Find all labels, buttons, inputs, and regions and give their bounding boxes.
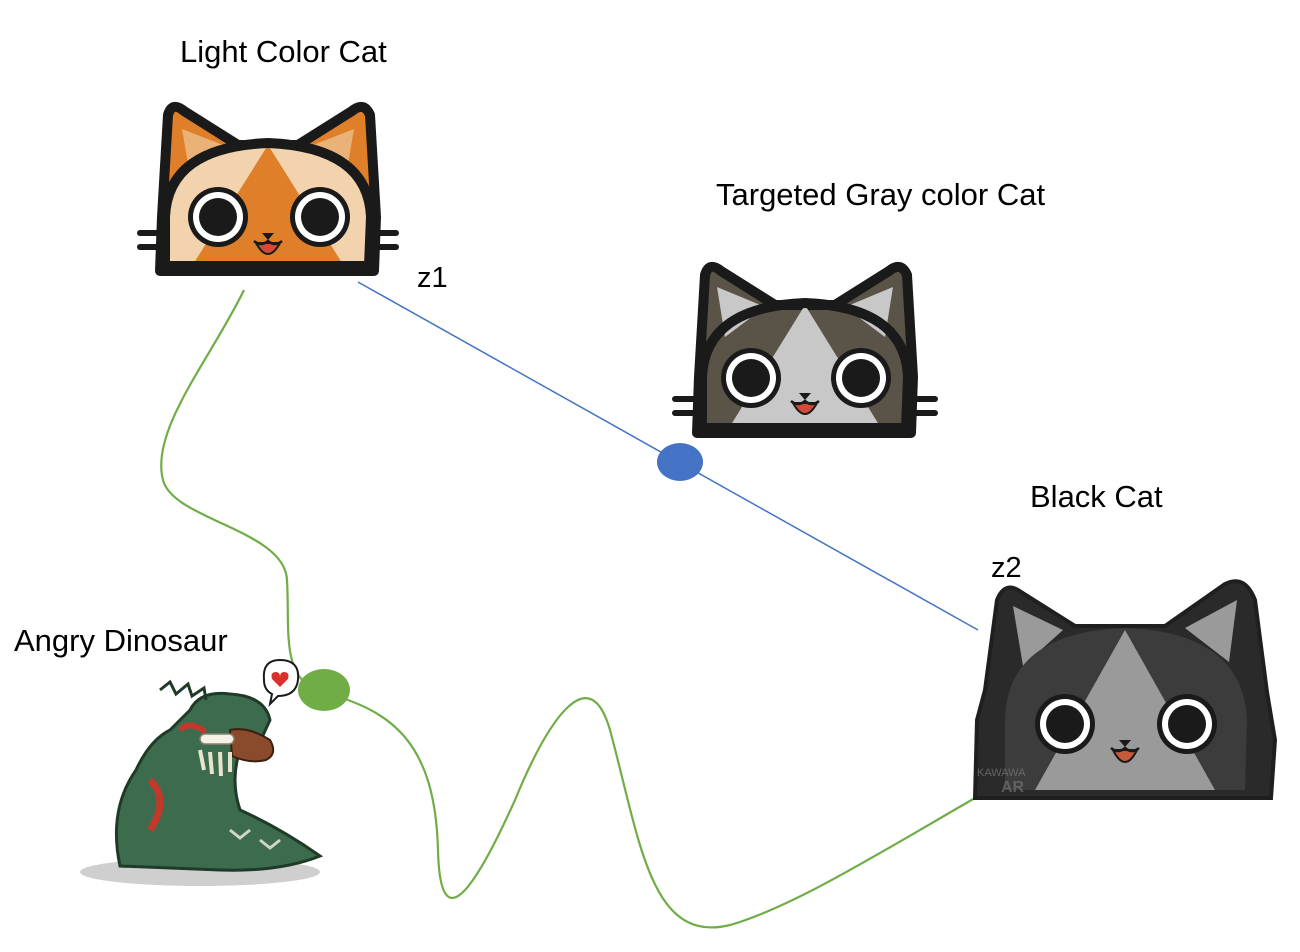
light-cat-icon bbox=[137, 101, 399, 276]
curved-path-line bbox=[160, 289, 1011, 929]
z1-label: z1 bbox=[417, 262, 448, 294]
black-cat-label: Black Cat bbox=[1030, 479, 1163, 514]
light-cat-label: Light Color Cat bbox=[180, 34, 387, 69]
interpolated-point-marker bbox=[657, 443, 703, 481]
gray-cat-label: Targeted Gray color Cat bbox=[716, 177, 1046, 212]
gray-cat-icon bbox=[672, 261, 938, 438]
black-cat-icon: KAWAWA AR bbox=[972, 579, 1278, 800]
z2-label: z2 bbox=[991, 552, 1022, 584]
curve-point-marker bbox=[298, 669, 350, 711]
heart-speech-bubble-icon bbox=[262, 658, 300, 708]
watermark: KAWAWA bbox=[977, 767, 1026, 779]
watermark-sub: AR bbox=[1001, 779, 1025, 796]
dinosaur-icon bbox=[80, 658, 324, 886]
dinosaur-label: Angry Dinosaur bbox=[14, 623, 228, 658]
